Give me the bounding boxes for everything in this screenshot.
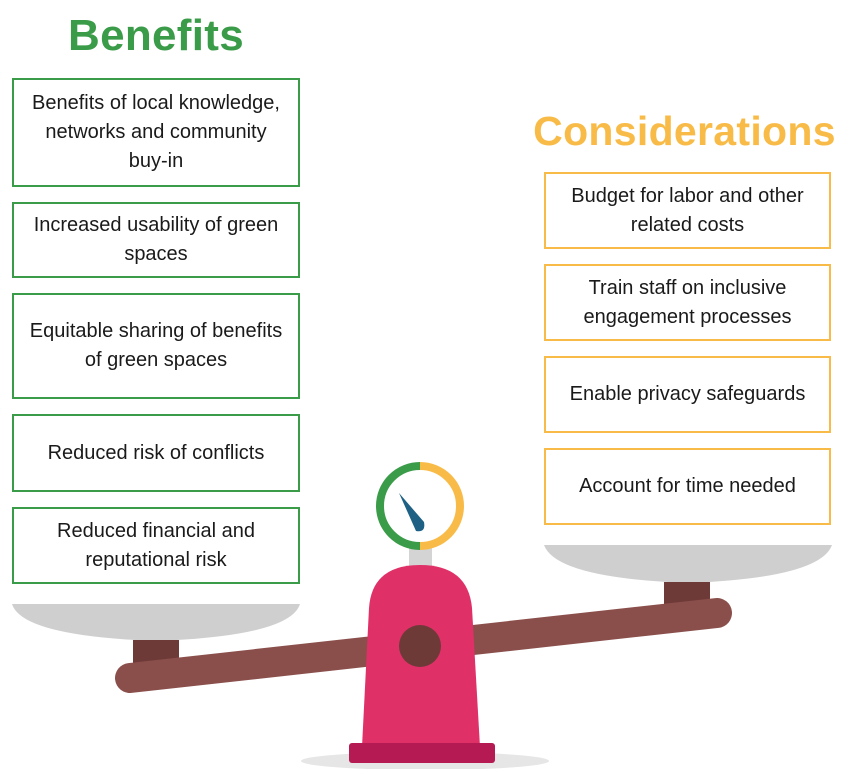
- benefit-card: Increased usability of green spaces: [12, 202, 300, 278]
- consideration-card: Enable privacy safeguards: [544, 356, 831, 433]
- benefit-card: Equitable sharing of benefits of green s…: [12, 293, 300, 399]
- consideration-card: Budget for labor and other related costs: [544, 172, 831, 249]
- pivot-knob: [399, 625, 441, 667]
- gauge-ring-left: [376, 462, 421, 550]
- benefit-card: Reduced risk of conflicts: [12, 414, 300, 492]
- right-pan: [544, 545, 832, 583]
- considerations-heading: Considerations: [533, 108, 836, 154]
- gauge-neck: [409, 548, 432, 566]
- benefits-heading: Benefits: [68, 11, 244, 60]
- benefit-card: Benefits of local knowledge, networks an…: [12, 78, 300, 187]
- gauge-ring-right: [419, 462, 464, 550]
- stand-base: [349, 743, 495, 763]
- gauge-face: [382, 468, 458, 544]
- benefit-card: Reduced financial and reputational risk: [12, 507, 300, 584]
- gauge-needle: [399, 493, 425, 532]
- left-pan: [12, 604, 300, 641]
- consideration-card: Train staff on inclusive engagement proc…: [544, 264, 831, 341]
- consideration-card: Account for time needed: [544, 448, 831, 525]
